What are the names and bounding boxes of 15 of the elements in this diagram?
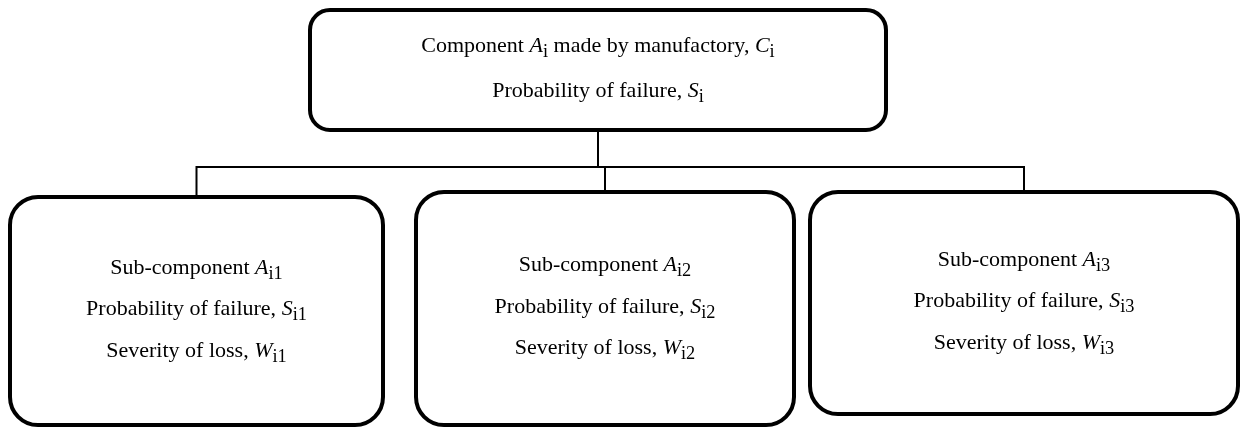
box-text: Severity of loss, W$_{i1}$ xyxy=(106,336,287,369)
box-text: Component A$_{i}$ made by manufactory, C$_{i}$ xyxy=(421,31,775,63)
rounded-box xyxy=(808,190,1240,416)
rounded-box xyxy=(308,8,888,132)
box-text: Probability of failure, S$_{i2}$ xyxy=(494,292,716,325)
box-text: Probability of failure, S$_{i1}$ xyxy=(86,295,307,327)
box-text: Probability of failure, S$_{i3}$ xyxy=(913,287,1135,319)
rounded-box xyxy=(414,190,796,427)
box-text: Severity of loss, W$_{i3}$ xyxy=(933,328,1115,361)
rounded-box xyxy=(8,195,385,427)
box-text: Sub-component A$_{i2}$ xyxy=(518,251,692,283)
box-text: Sub-component A$_{i1}$ xyxy=(110,253,283,286)
box-text: Severity of loss, W$_{i2}$ xyxy=(514,334,696,366)
box-text: Sub-component A$_{i3}$ xyxy=(937,245,1111,278)
box-text: Probability of failure, S$_{i}$ xyxy=(492,77,704,109)
